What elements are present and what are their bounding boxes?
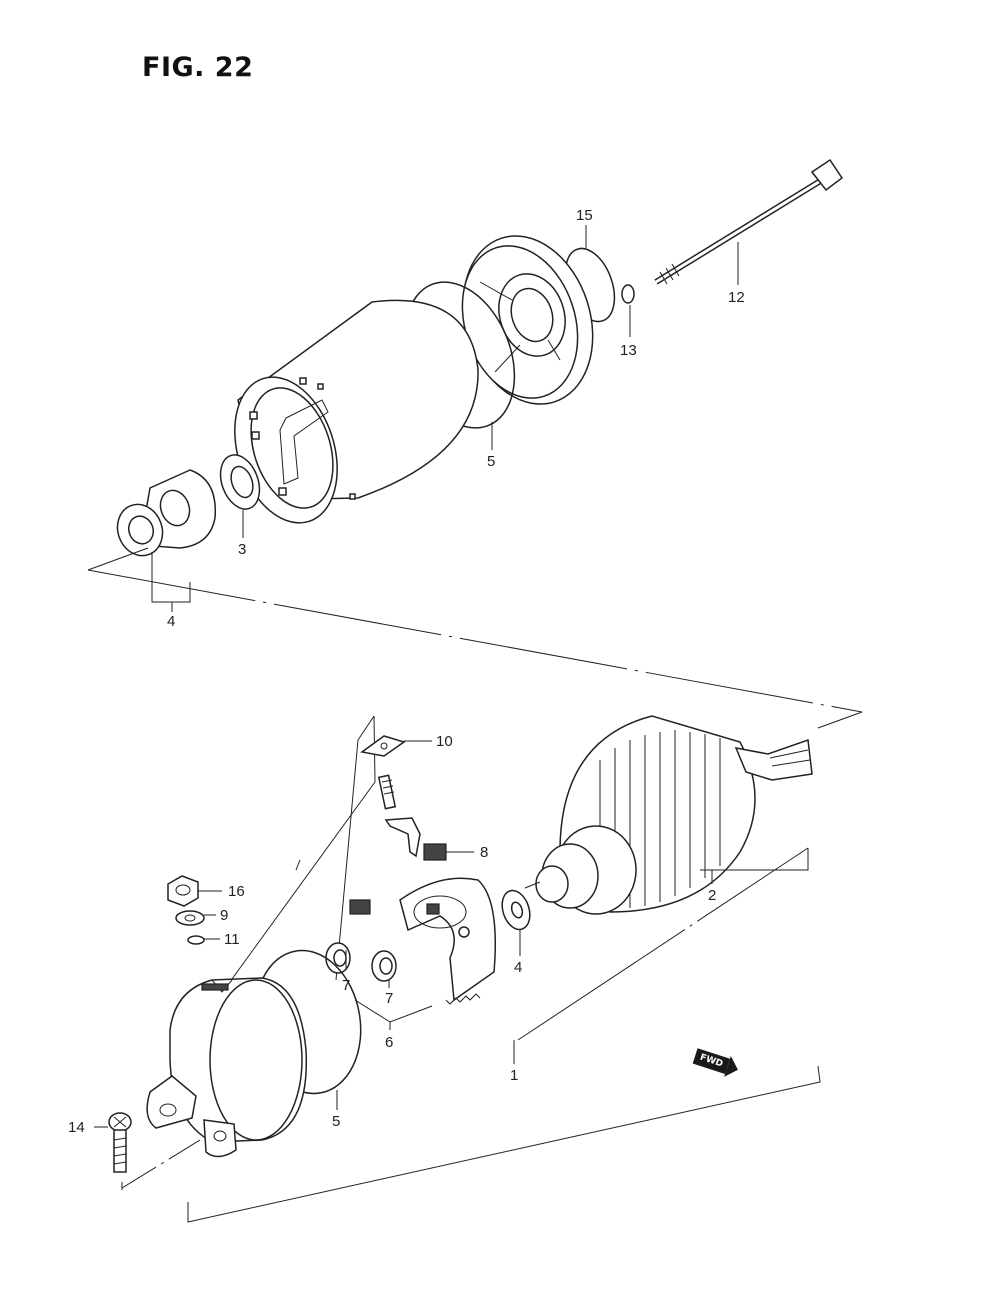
brush-bracket-outline <box>335 715 375 981</box>
bearing-upper <box>219 454 261 510</box>
label-4-bottom: 4 <box>514 959 522 976</box>
brush-bracket-outline-2 <box>223 715 376 991</box>
small-washer <box>187 935 205 945</box>
label-16: 16 <box>228 883 245 900</box>
brush-bracket-dash <box>295 859 301 871</box>
label-13: 13 <box>620 342 637 359</box>
small-ring <box>621 284 635 304</box>
assembly-guide-line <box>87 547 149 571</box>
brush-assembly <box>377 774 447 861</box>
bracket-4-top <box>151 552 191 603</box>
brush-clip <box>360 735 406 757</box>
bracket-1 <box>187 1065 821 1223</box>
label-7-right: 7 <box>385 990 393 1007</box>
lock-washer <box>175 910 205 926</box>
label-12: 12 <box>728 289 745 306</box>
label-1: 1 <box>510 1067 518 1084</box>
bracket-6 <box>354 999 433 1023</box>
screw <box>108 1112 132 1173</box>
assembly-guide-line-3 <box>817 711 863 729</box>
washer-set-upper <box>116 469 217 557</box>
label-11: 11 <box>224 931 240 948</box>
label-9: 9 <box>220 907 228 924</box>
bracket-2 <box>700 848 809 871</box>
rear-end-cover <box>461 235 594 405</box>
brush-holder-plate <box>349 877 497 1005</box>
armature-windings <box>599 730 721 908</box>
through-bolt <box>654 158 844 285</box>
label-5-bottom: 5 <box>332 1113 340 1130</box>
assembly-guide-line-2 <box>87 569 863 713</box>
bracket-1-upper <box>517 847 809 1041</box>
bearing-7-left <box>325 942 351 974</box>
nut <box>167 875 199 907</box>
label-4-top: 4 <box>167 613 175 630</box>
label-8: 8 <box>480 844 488 861</box>
label-7-left: 7 <box>342 977 350 994</box>
label-5-top: 5 <box>487 453 495 470</box>
yoke-housing <box>234 299 479 524</box>
bearing-7-right <box>371 950 397 982</box>
front-end-housing <box>146 977 308 1158</box>
label-3: 3 <box>238 541 246 558</box>
label-10: 10 <box>436 733 453 750</box>
label-15: 15 <box>576 207 593 224</box>
washer-lower <box>501 889 531 931</box>
label-14: 14 <box>68 1119 85 1136</box>
label-6: 6 <box>385 1034 393 1051</box>
label-2: 2 <box>708 887 716 904</box>
armature <box>524 715 813 915</box>
figure-title: FIG. 22 <box>142 52 254 83</box>
bracket-1-dash <box>121 1139 201 1189</box>
